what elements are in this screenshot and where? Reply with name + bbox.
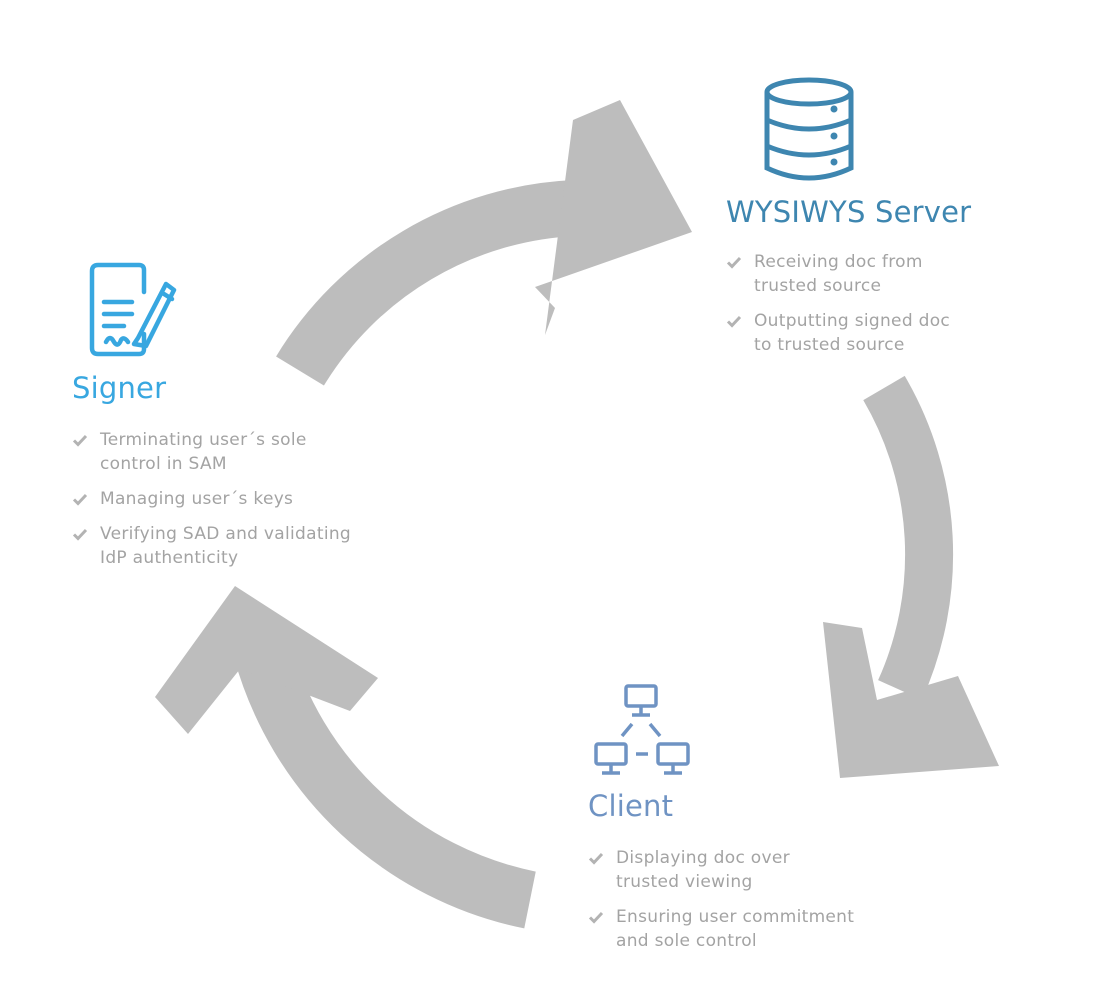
list-item-label: Ensuring user commitment and sole contro… <box>616 907 855 951</box>
server-title: WYSIWYS Server <box>726 195 972 229</box>
check-icon <box>726 315 742 328</box>
arrow-client-to-signer <box>155 586 537 929</box>
list-item-label: Terminating user´s sole control in SAM <box>100 430 307 474</box>
list-item: Outputting signed doc to trusted source <box>726 309 1066 357</box>
check-icon <box>588 852 604 865</box>
list-item: Ensuring user commitment and sole contro… <box>588 905 928 953</box>
list-item-label: Displaying doc over trusted viewing <box>616 848 790 892</box>
network-computers-icon <box>592 684 692 780</box>
check-icon <box>72 528 88 541</box>
check-icon <box>72 434 88 447</box>
client-title: Client <box>588 789 674 823</box>
arrow-signer-to-server <box>276 100 692 386</box>
list-item: Receiving doc from trusted source <box>726 250 1066 298</box>
document-signature-icon <box>88 262 178 358</box>
list-item-label: Outputting signed doc to trusted source <box>754 311 951 355</box>
database-server-icon <box>762 76 856 184</box>
list-item: Managing user´s keys <box>72 487 432 511</box>
client-list: Displaying doc over trusted viewing Ensu… <box>588 846 928 964</box>
arrow-server-to-client <box>823 375 999 778</box>
list-item: Terminating user´s sole control in SAM <box>72 428 432 476</box>
check-icon <box>726 256 742 269</box>
signer-title: Signer <box>72 371 167 405</box>
check-icon <box>72 493 88 506</box>
list-item: Verifying SAD and validating IdP authent… <box>72 522 432 570</box>
list-item-label: Verifying SAD and validating IdP authent… <box>100 524 352 568</box>
signer-list: Terminating user´s sole control in SAM M… <box>72 428 432 581</box>
server-list: Receiving doc from trusted source Output… <box>726 250 1066 368</box>
list-item-label: Managing user´s keys <box>100 489 294 509</box>
list-item: Displaying doc over trusted viewing <box>588 846 928 894</box>
list-item-label: Receiving doc from trusted source <box>754 252 923 296</box>
check-icon <box>588 911 604 924</box>
